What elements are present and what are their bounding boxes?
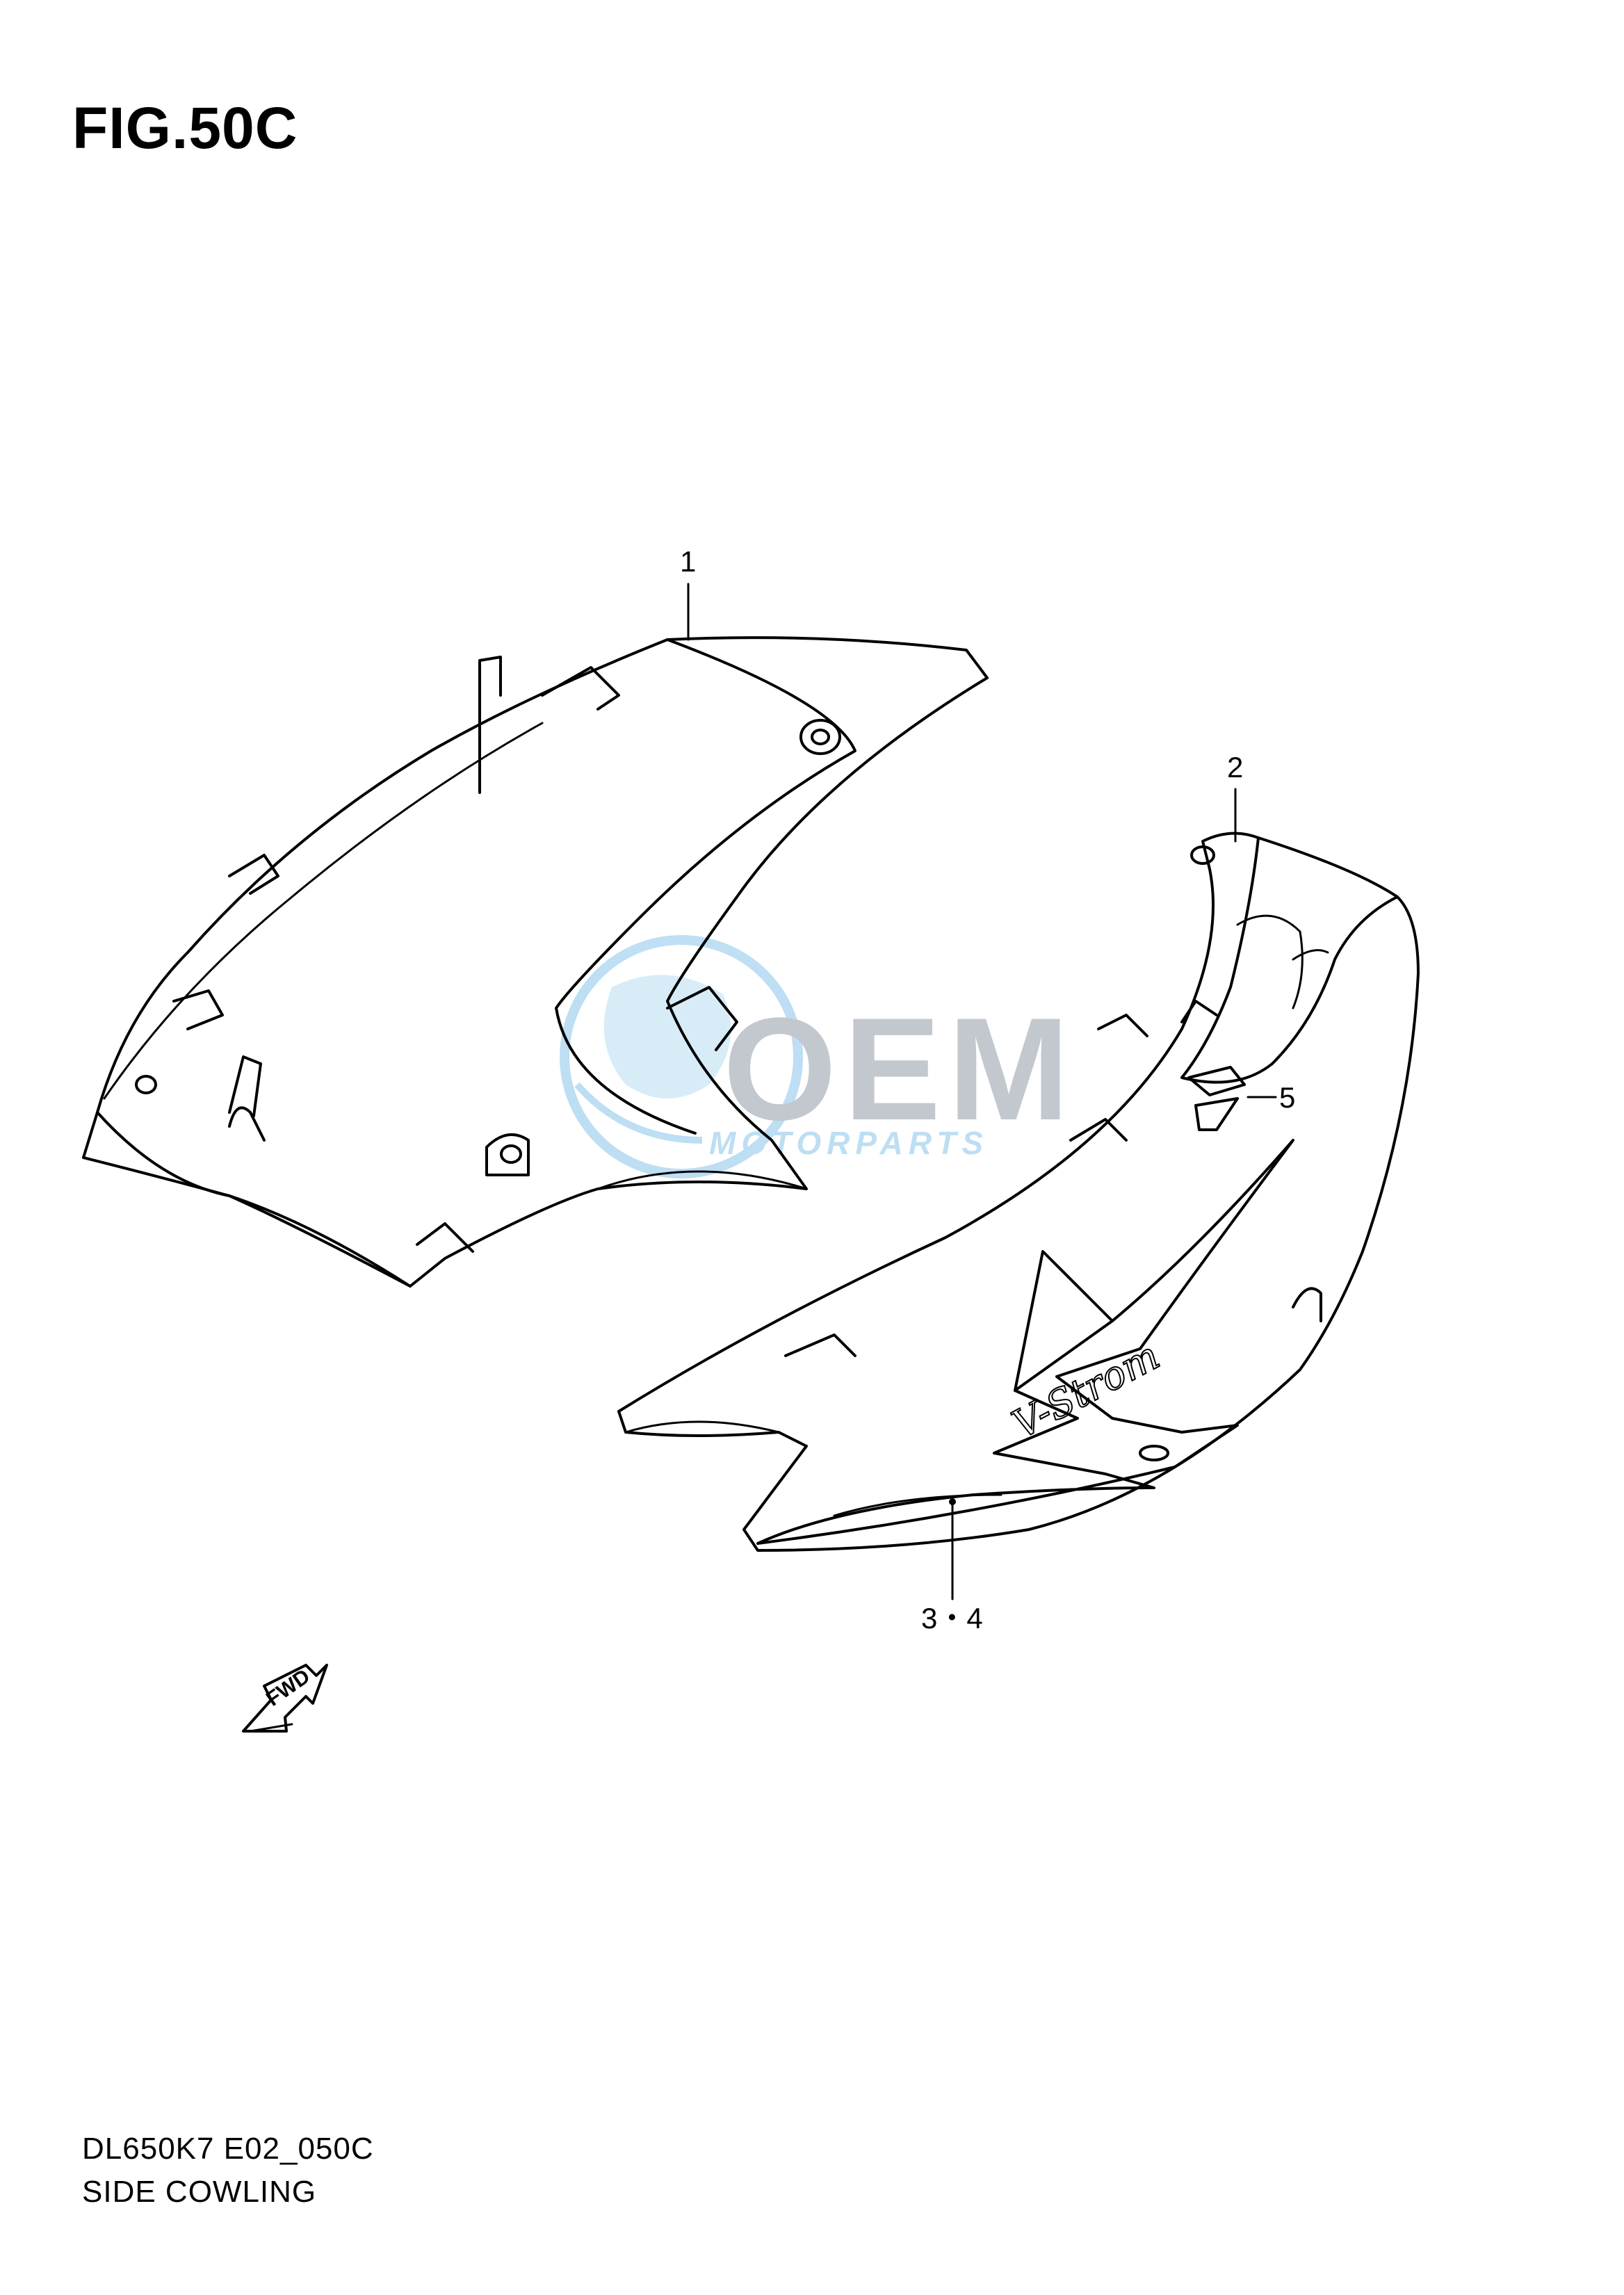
callout-3-4: 3・4 — [921, 1498, 983, 1635]
oem-motorparts-watermark: OEM MOTORPARTS — [560, 935, 1076, 1178]
globe-icon — [560, 935, 803, 1178]
callout-1: 1 — [680, 545, 696, 641]
callout-3-4-label: 3・4 — [921, 1602, 983, 1635]
callout-2: 2 — [1227, 751, 1243, 843]
fwd-arrow-icon: FWD — [242, 1664, 328, 1733]
part-2-side-cowling-right — [617, 832, 1420, 1552]
decal-script-text: V-Strom — [1005, 1333, 1167, 1448]
callout-1-label: 1 — [680, 545, 696, 578]
part-5-emblem — [1187, 1066, 1246, 1131]
part-1-side-cowling-left — [82, 636, 989, 1288]
watermark-logo-text: OEM — [723, 987, 1076, 1151]
callout-5: 5 — [1247, 1081, 1295, 1114]
model-code: DL650K7 E02_050C — [82, 2132, 374, 2166]
callout-2-label: 2 — [1227, 751, 1243, 784]
callout-5-label: 5 — [1279, 1081, 1295, 1114]
section-name: SIDE COWLING — [82, 2175, 317, 2209]
watermark-subtitle-text: MOTORPARTS — [709, 1125, 989, 1161]
figure-title: FIG.50C — [72, 95, 298, 161]
part-3-4-decal: V-Strom — [756, 1139, 1294, 1545]
